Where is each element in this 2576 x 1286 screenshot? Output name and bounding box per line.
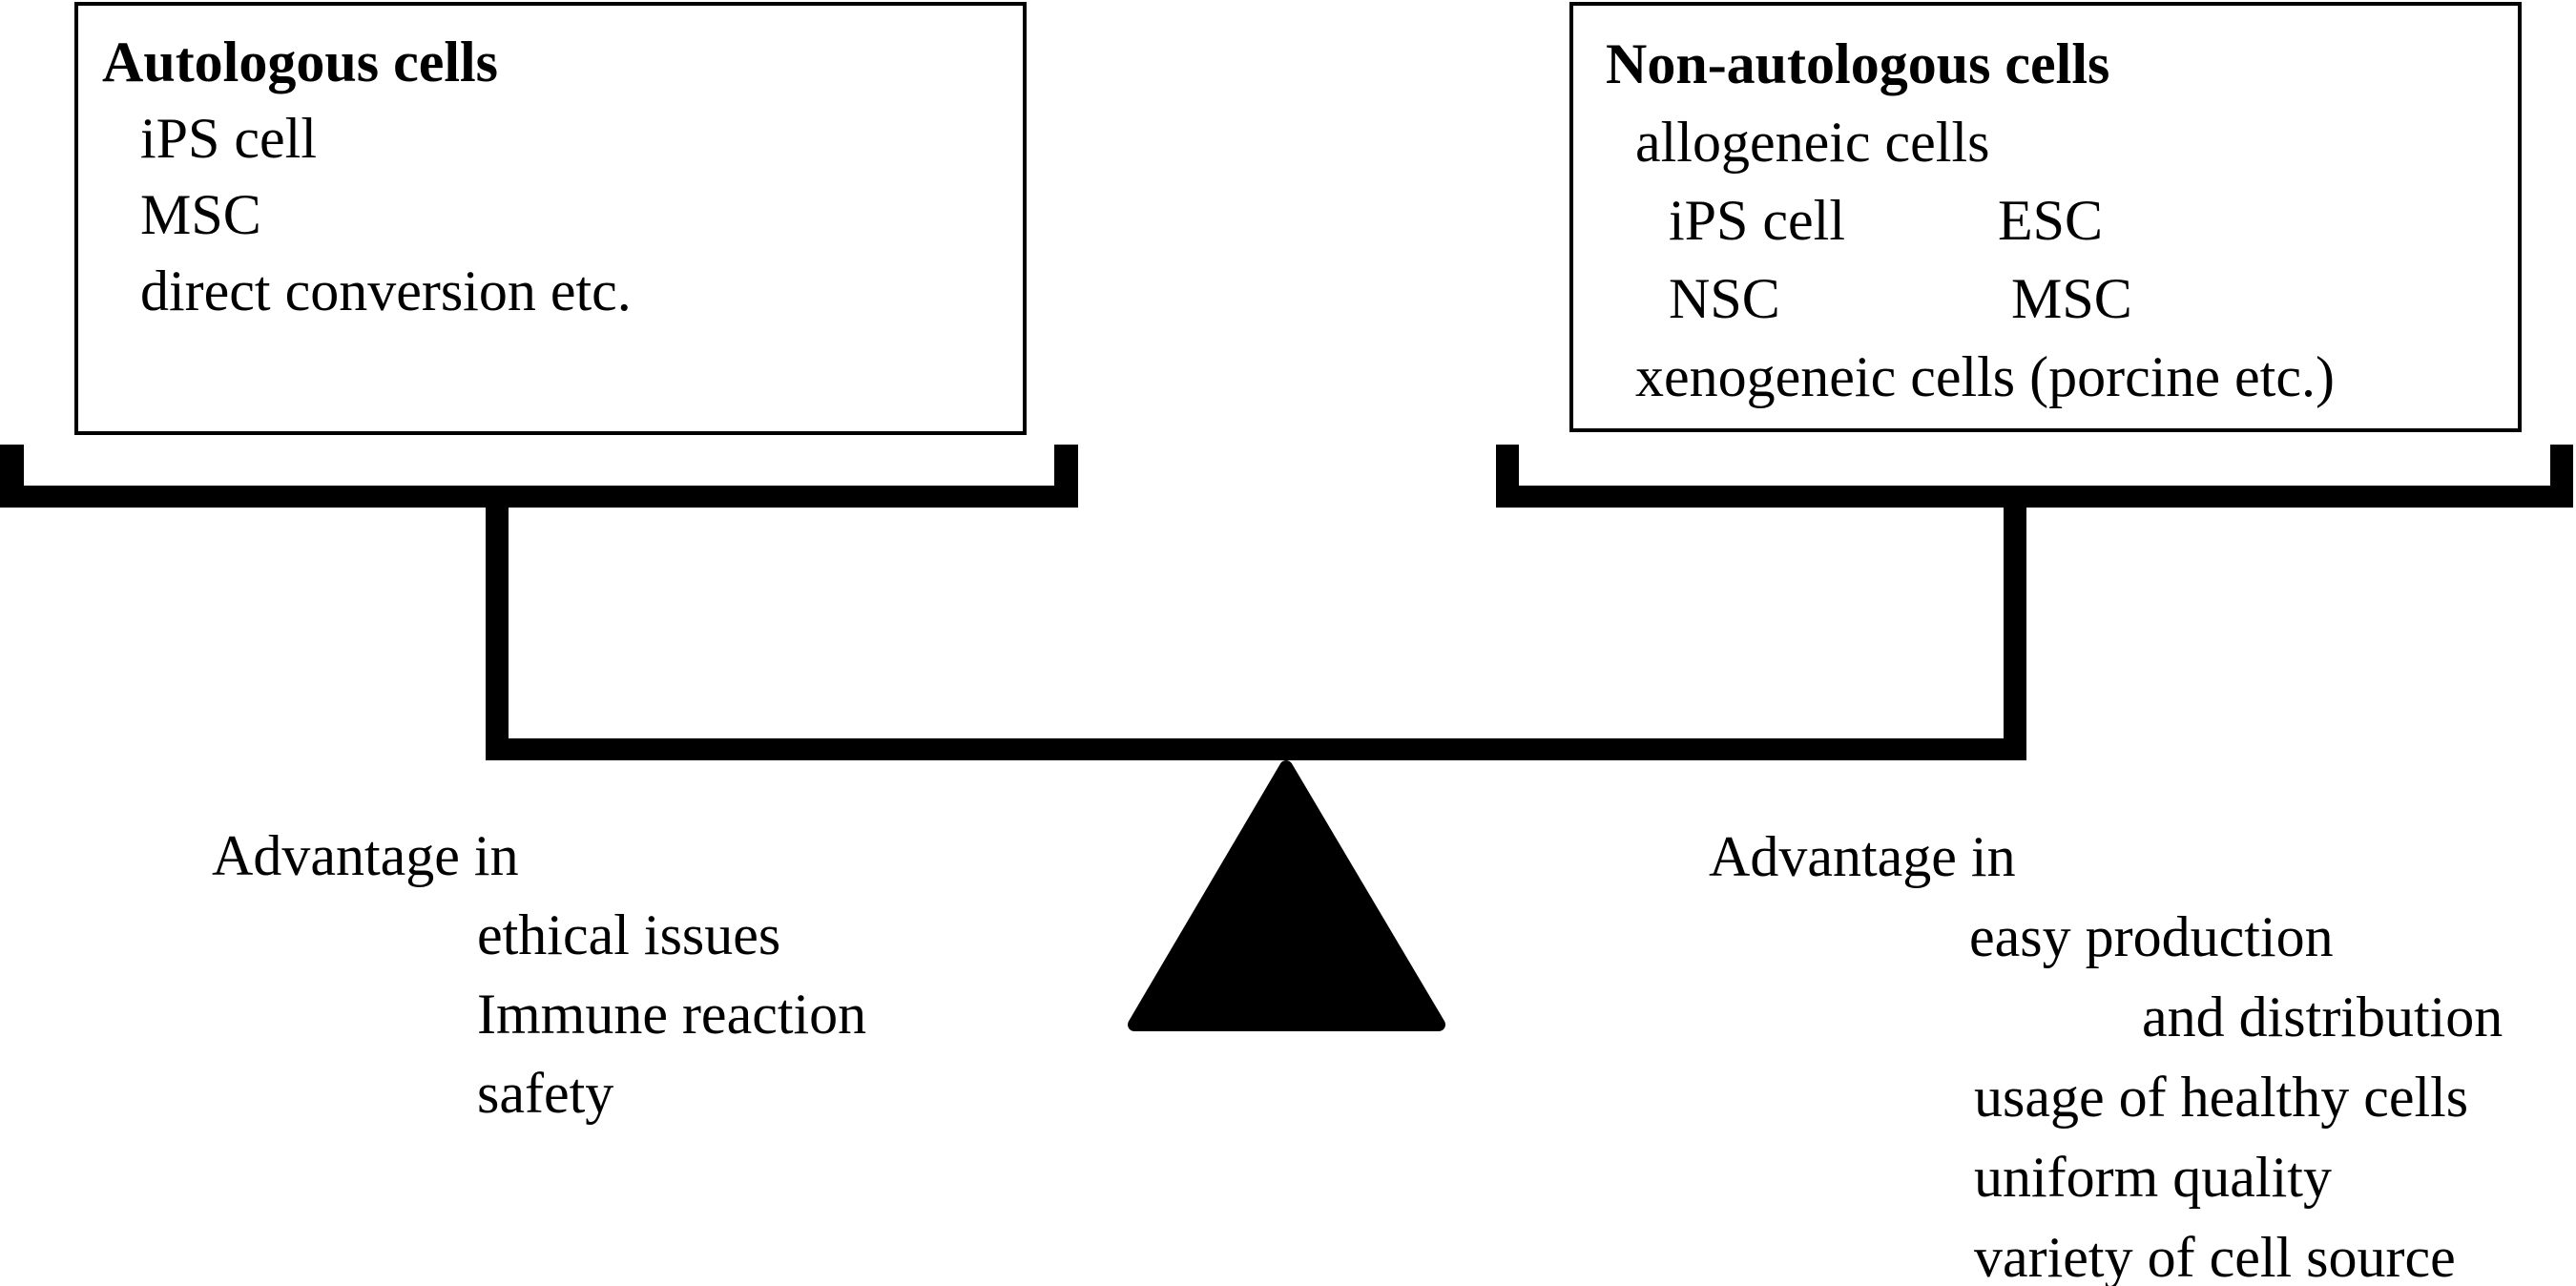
autologous-cells-box (74, 2, 1027, 435)
list-item: ESC (1998, 189, 2104, 252)
right-pan-right-cap (2550, 445, 2573, 508)
advantage-item: uniform quality (1974, 1146, 2332, 1209)
autologous-title: Autologous cells (102, 31, 499, 93)
right-advantages: Advantage in easy production and distrib… (1709, 817, 2503, 1286)
advantage-item: Immune reaction (477, 983, 867, 1046)
list-item: NSC (1669, 267, 1780, 330)
list-item: iPS cell (1669, 189, 1846, 252)
left-hanger-rod (486, 506, 509, 744)
right-pan-bar (1496, 486, 2573, 508)
non-autologous-cells-box (1569, 2, 2522, 432)
advantage-item: and distribution (2142, 985, 2503, 1048)
non-autologous-cells-list: Non-autologous cells allogeneic cells iP… (1606, 25, 2335, 416)
list-item: direct conversion etc. (140, 259, 632, 322)
list-item: iPS cell (140, 107, 318, 170)
left-advantages: Advantage in ethical issues Immune react… (212, 817, 866, 1133)
balance-beam (486, 738, 2026, 760)
advantages-heading: Advantage in (212, 824, 519, 887)
advantage-item: variety of cell source (1974, 1226, 2456, 1286)
left-pan-left-cap (0, 445, 24, 508)
list-item: MSC (2011, 267, 2132, 330)
advantage-item: usage of healthy cells (1974, 1066, 2469, 1129)
right-hanger-rod (2004, 506, 2026, 744)
left-pan-bar (0, 486, 1078, 508)
right-pan-left-cap (1496, 445, 1519, 508)
list-item-pair: NSC MSC (1606, 259, 2335, 338)
autologous-cells-list: Autologous cells iPS cell MSC direct con… (102, 24, 632, 329)
advantage-item: safety (477, 1062, 614, 1125)
list-item-pair: iPS cell ESC (1606, 181, 2335, 259)
list-item: xenogeneic cells (porcine etc.) (1635, 345, 2335, 408)
list-item: allogeneic cells (1635, 111, 1990, 174)
non-autologous-title: Non-autologous cells (1606, 32, 2110, 95)
left-pan-right-cap (1054, 445, 1078, 508)
advantages-heading: Advantage in (1709, 825, 2016, 888)
advantage-item: ethical issues (477, 903, 781, 966)
fulcrum-triangle (1128, 760, 1445, 1031)
advantage-item: easy production (1969, 905, 2334, 968)
list-item: MSC (140, 183, 261, 246)
